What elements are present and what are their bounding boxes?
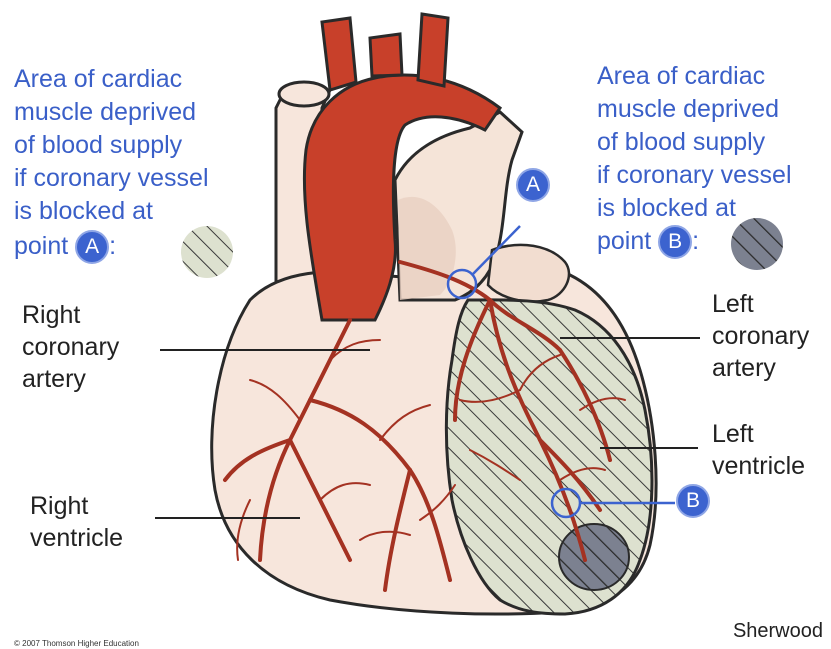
left-atrial-appendage bbox=[488, 245, 569, 302]
label-left-ventricle: Left ventricle bbox=[712, 418, 805, 482]
label-line: ventricle bbox=[30, 522, 123, 554]
label-line: ventricle bbox=[712, 450, 805, 482]
label-line: artery bbox=[712, 352, 809, 384]
right-caption-colon: : bbox=[692, 227, 699, 255]
left-caption-marker-a: A bbox=[75, 230, 109, 264]
right-caption-marker-b: B bbox=[658, 225, 692, 259]
label-line: coronary bbox=[712, 320, 809, 352]
label-right-ventricle: Right ventricle bbox=[30, 490, 123, 554]
point-a-badge: A bbox=[516, 168, 550, 202]
right-caption-point-word: point bbox=[597, 227, 651, 255]
left-caption-line: muscle deprived bbox=[14, 96, 209, 129]
point-b-marker: B bbox=[676, 484, 710, 518]
left-caption-point-row: point A: bbox=[14, 230, 209, 264]
left-caption-point-word: point bbox=[14, 232, 68, 260]
point-a-marker: A bbox=[516, 168, 550, 202]
left-caption: Area of cardiac muscle deprived of blood… bbox=[14, 63, 209, 264]
label-line: Left bbox=[712, 418, 805, 450]
point-b-badge: B bbox=[676, 484, 710, 518]
left-caption-line: of blood supply bbox=[14, 129, 209, 162]
aortic-branch-2 bbox=[370, 34, 402, 76]
label-line: Right bbox=[22, 299, 119, 331]
right-caption-line: muscle deprived bbox=[597, 93, 792, 126]
label-right-coronary-artery: Right coronary artery bbox=[22, 299, 119, 395]
right-caption-line: of blood supply bbox=[597, 126, 792, 159]
left-caption-line: Area of cardiac bbox=[14, 63, 209, 96]
label-line: Right bbox=[30, 490, 123, 522]
copyright-notice: © 2007 Thomson Higher Education bbox=[14, 639, 139, 648]
label-left-coronary-artery: Left coronary artery bbox=[712, 288, 809, 384]
label-line: Left bbox=[712, 288, 809, 320]
left-caption-colon: : bbox=[109, 232, 116, 260]
author-credit: Sherwood bbox=[733, 620, 823, 643]
right-caption-line: is blocked at bbox=[597, 192, 792, 225]
aortic-branch-1 bbox=[322, 18, 356, 90]
right-caption: Area of cardiac muscle deprived of blood… bbox=[597, 60, 792, 259]
right-caption-point-row: point B: bbox=[597, 225, 792, 259]
right-caption-line: Area of cardiac bbox=[597, 60, 792, 93]
infarct-area-b bbox=[559, 524, 629, 590]
left-caption-line: is blocked at bbox=[14, 195, 209, 228]
vena-cava-opening bbox=[279, 82, 329, 106]
label-line: artery bbox=[22, 363, 119, 395]
right-caption-line: if coronary vessel bbox=[597, 159, 792, 192]
left-caption-line: if coronary vessel bbox=[14, 162, 209, 195]
aortic-branch-3 bbox=[418, 14, 448, 86]
label-line: coronary bbox=[22, 331, 119, 363]
